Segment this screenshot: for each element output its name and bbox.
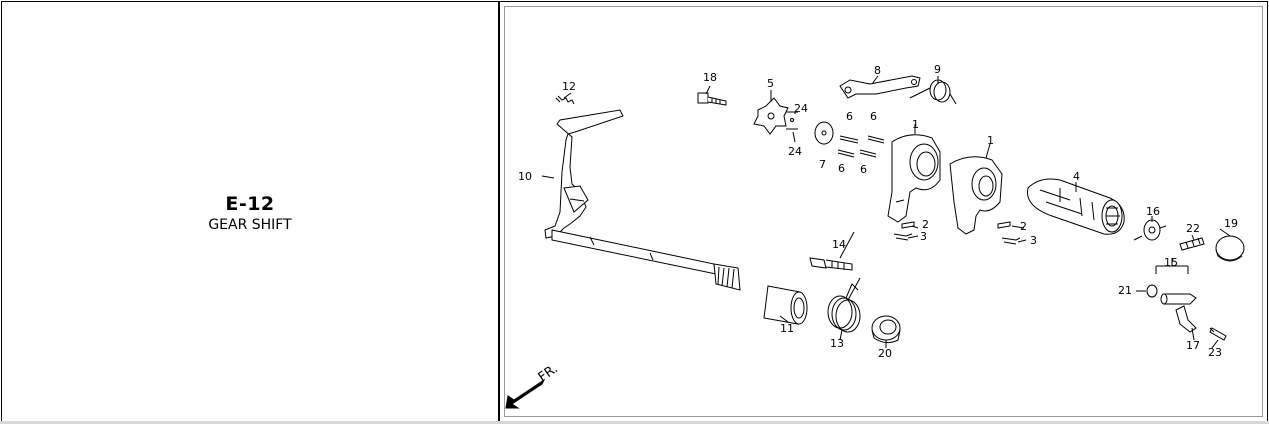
bottom-bar xyxy=(0,421,1269,424)
label-12: 12 xyxy=(562,80,576,93)
fr-label: FR. xyxy=(536,361,561,385)
label-1-b: 1 xyxy=(987,134,994,147)
part-17-stopper xyxy=(1160,293,1197,333)
label-21: 21 xyxy=(1118,284,1132,297)
part-15-bracket xyxy=(1155,258,1189,274)
part-23-screw xyxy=(1209,327,1227,341)
label-3-b: 3 xyxy=(1030,234,1037,247)
label-15: 15 xyxy=(1164,256,1178,269)
label-10: 10 xyxy=(518,170,532,183)
part-22-bolt xyxy=(1179,237,1205,251)
label-16: 16 xyxy=(1146,205,1160,218)
label-9: 9 xyxy=(934,63,941,76)
part-14-bolt xyxy=(809,257,853,271)
part-7-washer xyxy=(814,121,834,145)
label-2-a: 2 xyxy=(922,218,929,231)
label-20: 20 xyxy=(878,347,892,360)
label-11: 11 xyxy=(780,322,794,335)
label-6-b: 6 xyxy=(870,110,877,123)
label-24-bottom: 24 xyxy=(788,145,802,158)
exploded-parts-diagram: 12 10 18 5 24 24 8 9 6 6 7 6 6 1 1 4 2 3… xyxy=(505,63,1245,409)
front-direction-arrow xyxy=(505,378,546,409)
part-18-bolt xyxy=(697,92,727,106)
part-number-labels: 12 10 18 5 24 24 8 9 6 6 7 6 6 1 1 4 2 3… xyxy=(518,63,1238,385)
part-4-shift-drum xyxy=(1027,178,1125,235)
part-1-shift-fork-b xyxy=(949,156,1003,235)
label-6-d: 6 xyxy=(860,163,867,176)
label-23: 23 xyxy=(1208,346,1222,359)
section-name: GEAR SHIFT xyxy=(208,217,292,233)
leader-lines xyxy=(541,75,1231,349)
part-6-pins xyxy=(837,135,885,158)
label-24-top: 24 xyxy=(794,102,808,115)
part-10-shift-shaft xyxy=(544,109,741,291)
label-19: 19 xyxy=(1224,217,1238,230)
label-22: 22 xyxy=(1186,222,1200,235)
part-16-cam xyxy=(1133,219,1167,241)
label-3-a: 3 xyxy=(920,230,927,243)
part-8-stopper-arm xyxy=(839,75,921,99)
label-6-c: 6 xyxy=(838,162,845,175)
label-7: 7 xyxy=(819,158,826,171)
section-code: E-12 xyxy=(225,193,275,215)
diagram-frame xyxy=(504,6,1263,417)
label-8: 8 xyxy=(874,64,881,77)
label-2-b: 2 xyxy=(1020,220,1027,233)
part-1-shift-fork-a xyxy=(887,134,941,223)
part-20-oil-seal xyxy=(871,315,901,344)
part-19-cap xyxy=(1215,235,1245,262)
label-5: 5 xyxy=(767,77,774,90)
part-5-cam-plate xyxy=(753,97,789,135)
part-11-collar xyxy=(763,285,808,325)
label-14: 14 xyxy=(832,238,846,251)
label-1-a: 1 xyxy=(912,118,919,131)
label-6-a: 6 xyxy=(846,110,853,123)
label-13: 13 xyxy=(830,337,844,350)
part-2-3-clips xyxy=(893,221,1021,245)
label-18: 18 xyxy=(703,71,717,84)
label-4: 4 xyxy=(1073,170,1080,183)
part-24-pins xyxy=(786,111,798,130)
part-13-spring xyxy=(827,277,861,333)
label-17: 17 xyxy=(1186,339,1200,352)
diagram-panel: 12 10 18 5 24 24 8 9 6 6 7 6 6 1 1 4 2 3… xyxy=(499,1,1268,422)
section-label-panel: E-12 GEAR SHIFT xyxy=(1,1,499,422)
part-21-o-ring xyxy=(1146,284,1158,298)
part-12-spring xyxy=(555,95,575,105)
